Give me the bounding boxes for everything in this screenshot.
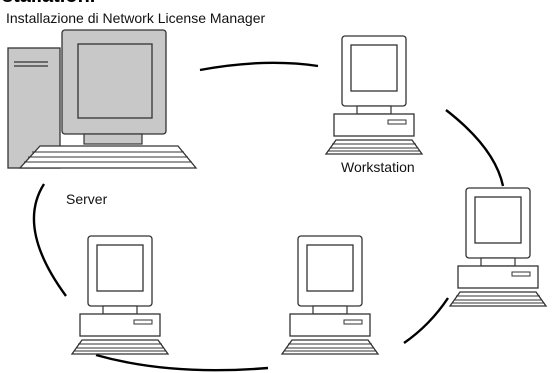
diagram-title: Installazione di Network License Manager — [6, 10, 266, 26]
link-bottom-ring — [95, 353, 269, 372]
page-heading: stallation. — [2, 0, 95, 8]
workstation-computer-icon — [449, 187, 547, 307]
link-server-to-workstation — [199, 61, 319, 72]
server-computer-icon — [7, 29, 198, 169]
link-server-to-left — [32, 183, 67, 297]
workstation-label: Workstation — [341, 159, 415, 175]
link-right-to-bottom — [403, 297, 449, 344]
connection-lines — [32, 61, 505, 372]
workstation-computer-icon — [325, 35, 423, 155]
server-label: Server — [66, 191, 108, 207]
workstation-computer-icon — [71, 235, 169, 355]
workstation-computer-icon — [281, 235, 379, 355]
link-workstation-to-right — [445, 109, 505, 187]
